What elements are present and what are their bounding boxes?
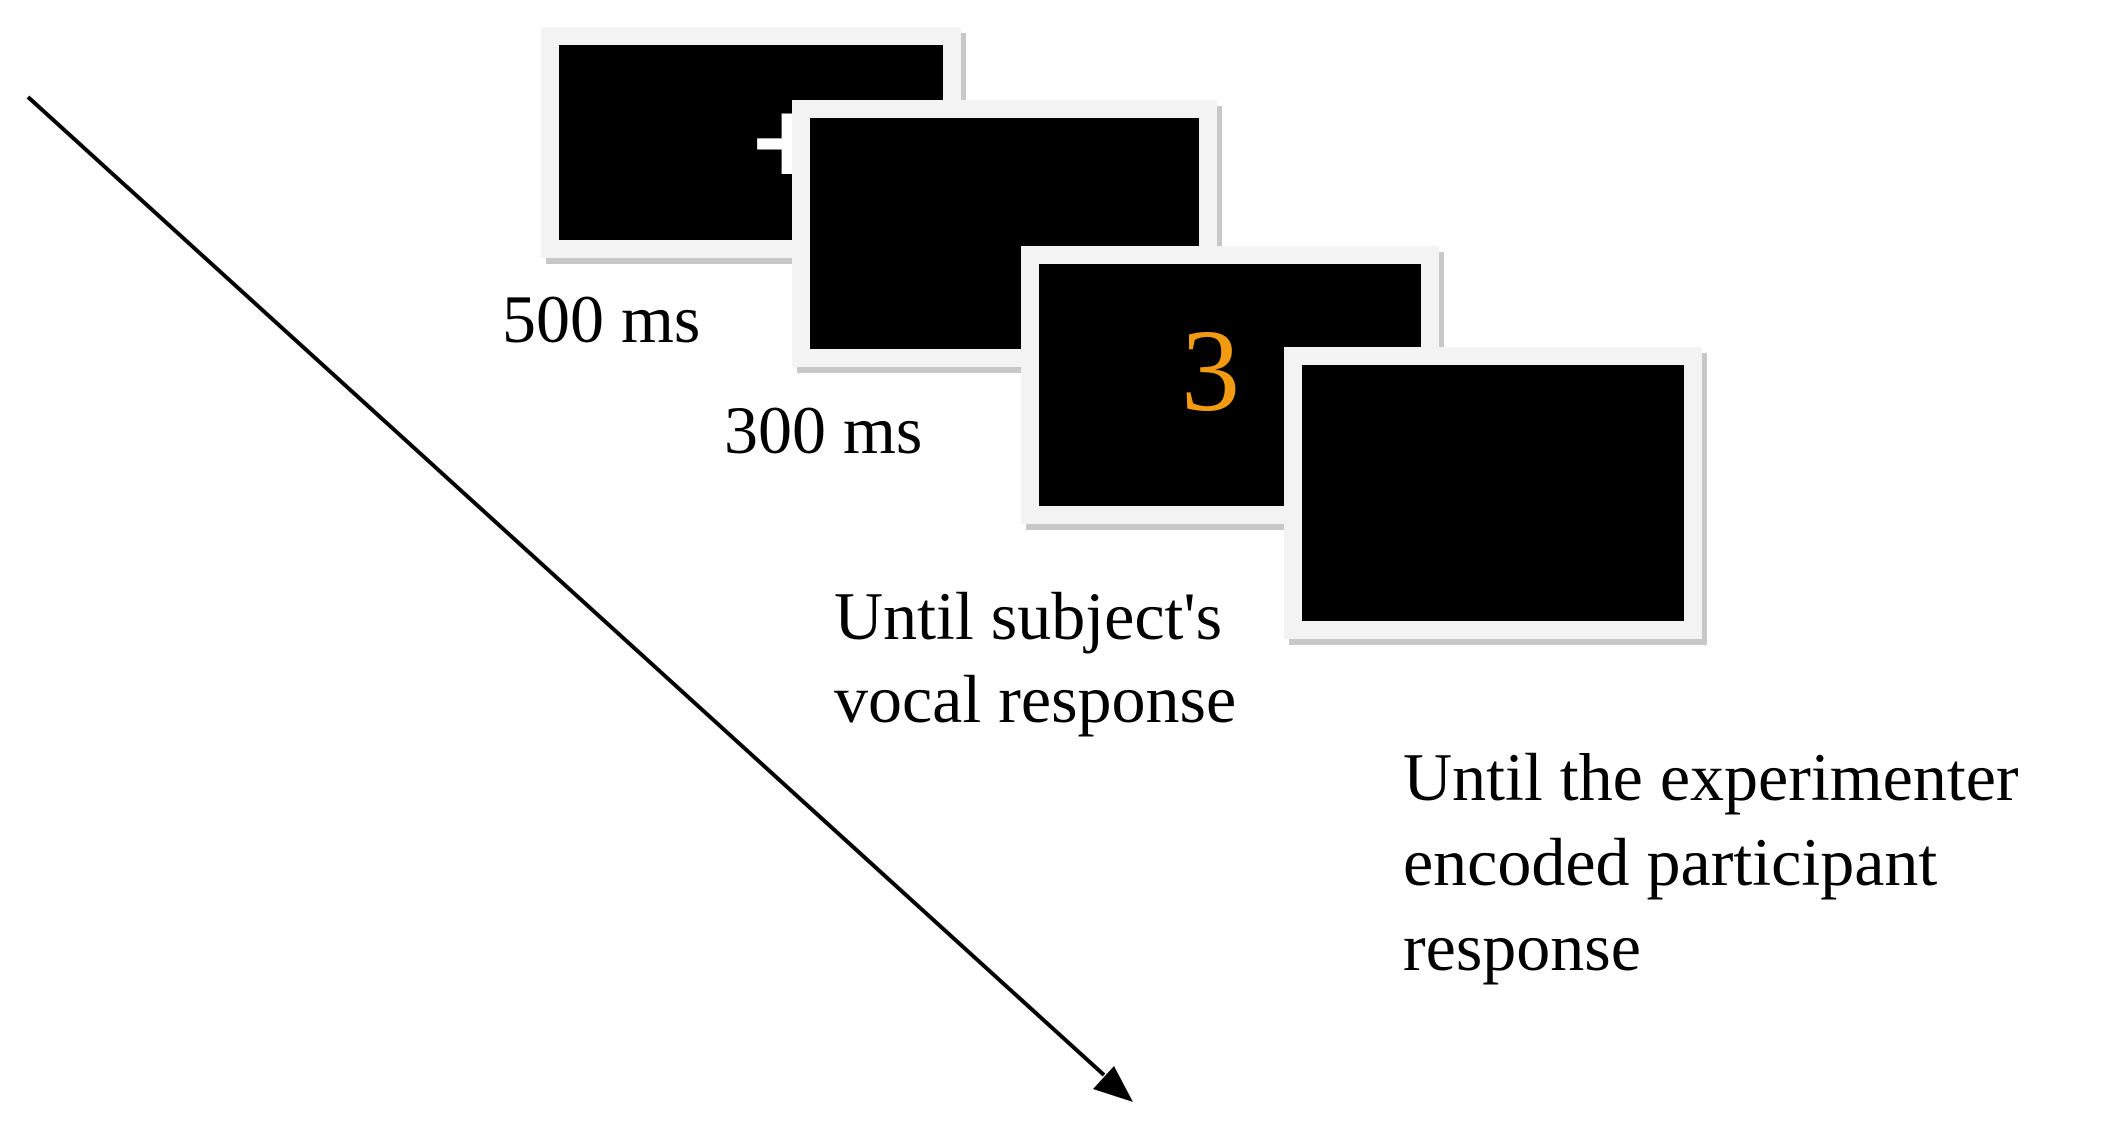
response-encoding-screen: [1284, 347, 1702, 639]
digit-stimulus: 3: [1181, 305, 1240, 436]
digit-duration-label: Until subject's vocal response: [834, 578, 1237, 737]
fixation-duration-label: 500 ms: [502, 281, 701, 357]
time-arrow-shaft: [26, 95, 1106, 1077]
blank-screen: [792, 100, 1217, 367]
blank-duration-label: 300 ms: [724, 392, 923, 468]
time-arrow-head: [1093, 1066, 1133, 1102]
response-duration-label: Until the experimenter encoded participa…: [1403, 739, 2019, 985]
